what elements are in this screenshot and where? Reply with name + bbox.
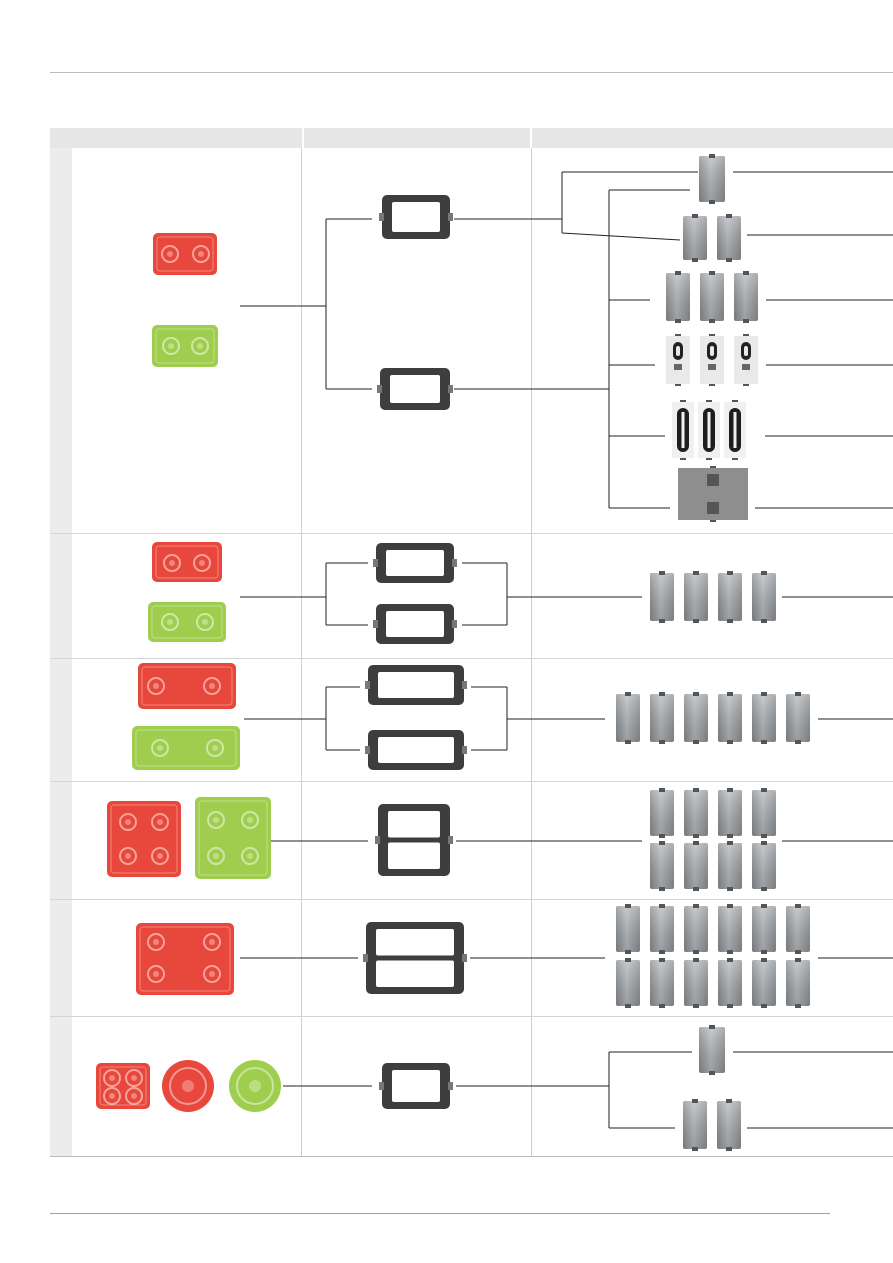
module-plate bbox=[683, 1099, 707, 1151]
top-rule bbox=[50, 72, 893, 73]
support-4mod-b bbox=[373, 604, 457, 644]
row-separator bbox=[50, 899, 893, 900]
red-box-4 bbox=[152, 542, 222, 582]
module-plate bbox=[717, 1099, 741, 1151]
module-plate bbox=[684, 571, 708, 623]
module-plate bbox=[650, 692, 674, 744]
row-separator bbox=[50, 1016, 893, 1017]
header-divider bbox=[530, 128, 532, 148]
red-large-box bbox=[136, 923, 234, 995]
header-divider bbox=[302, 128, 304, 148]
column-separator bbox=[301, 148, 302, 1156]
module-plate bbox=[699, 1025, 725, 1075]
table-bottom bbox=[50, 1156, 893, 1157]
support-2mod-b bbox=[379, 1063, 453, 1109]
green-box-4 bbox=[148, 602, 226, 642]
support-2x6 bbox=[363, 922, 467, 994]
column-separator bbox=[531, 148, 532, 1156]
red-round-box bbox=[162, 1060, 214, 1112]
module-plate bbox=[718, 841, 742, 891]
module-plate bbox=[650, 571, 674, 623]
module-plate bbox=[666, 334, 690, 386]
module-plate bbox=[616, 904, 640, 954]
module-plate bbox=[678, 466, 748, 522]
red-square-box bbox=[107, 801, 181, 877]
module-plate bbox=[718, 788, 742, 838]
module-plate bbox=[752, 788, 776, 838]
module-plate bbox=[700, 334, 724, 386]
module-plate bbox=[616, 958, 640, 1008]
side-strip bbox=[50, 148, 72, 1156]
module-plate bbox=[718, 958, 742, 1008]
connector-line bbox=[561, 232, 681, 241]
support-3mod bbox=[377, 368, 453, 410]
support-6mod-b bbox=[365, 730, 467, 770]
module-plate bbox=[672, 400, 694, 460]
module-plate bbox=[752, 958, 776, 1008]
module-plate bbox=[698, 400, 720, 460]
header-band bbox=[50, 128, 893, 148]
module-plate bbox=[650, 958, 674, 1008]
module-plate bbox=[752, 692, 776, 744]
green-square-box bbox=[195, 797, 271, 879]
module-plate bbox=[699, 154, 725, 204]
module-plate bbox=[724, 400, 746, 460]
module-plate bbox=[734, 334, 758, 386]
bottom-rule bbox=[50, 1213, 830, 1214]
module-plate bbox=[752, 841, 776, 891]
module-plate bbox=[752, 904, 776, 954]
module-plate bbox=[684, 904, 708, 954]
row-separator bbox=[50, 658, 893, 659]
module-plate bbox=[666, 271, 690, 323]
module-plate bbox=[684, 841, 708, 891]
green-box-6 bbox=[132, 726, 240, 770]
module-plate bbox=[616, 692, 640, 744]
row-separator bbox=[50, 533, 893, 534]
module-plate bbox=[684, 692, 708, 744]
module-plate bbox=[718, 904, 742, 954]
row-separator bbox=[50, 781, 893, 782]
module-plate bbox=[650, 788, 674, 838]
module-plate bbox=[650, 904, 674, 954]
support-4mod-a bbox=[373, 543, 457, 583]
green-round-box bbox=[229, 1060, 281, 1112]
red-rect-box bbox=[153, 233, 217, 275]
module-plate bbox=[684, 958, 708, 1008]
support-2x4 bbox=[375, 804, 453, 876]
red-box-6 bbox=[138, 663, 236, 709]
module-plate bbox=[752, 571, 776, 623]
module-plate bbox=[786, 692, 810, 744]
module-plate bbox=[650, 841, 674, 891]
support-6mod-a bbox=[365, 665, 467, 705]
module-plate bbox=[700, 271, 724, 323]
red-square-small bbox=[96, 1063, 150, 1109]
module-plate bbox=[683, 214, 707, 262]
module-plate bbox=[684, 788, 708, 838]
module-plate bbox=[717, 214, 741, 262]
module-plate bbox=[786, 904, 810, 954]
green-rect-box bbox=[152, 325, 218, 367]
module-plate bbox=[786, 958, 810, 1008]
support-2mod-a bbox=[379, 195, 453, 239]
module-plate bbox=[734, 271, 758, 323]
module-plate bbox=[718, 571, 742, 623]
module-plate bbox=[718, 692, 742, 744]
